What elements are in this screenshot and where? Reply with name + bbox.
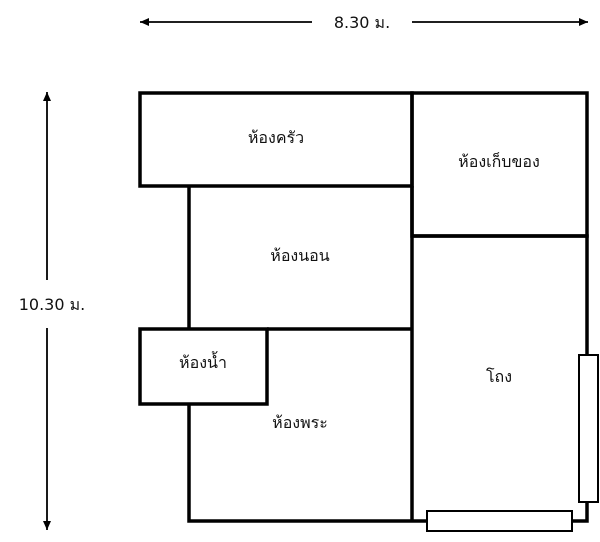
window-right — [578, 354, 599, 503]
walls — [138, 91, 589, 523]
shrine-left-wall — [187, 404, 412, 523]
bathroom-room — [138, 327, 269, 406]
shrine-label: ห้องพระ — [272, 413, 328, 432]
window-bottom — [426, 510, 573, 532]
hall-label: โถง — [486, 367, 512, 386]
bedroom-label: ห้องนอน — [270, 246, 330, 265]
storage-label: ห้องเก็บของ — [458, 151, 540, 171]
bathroom-label: ห้องน้ำ — [179, 351, 227, 372]
kitchen-label: ห้องครัว — [248, 128, 304, 147]
width-label: 8.30 ม. — [334, 13, 390, 32]
height-label: 10.30 ม. — [19, 295, 86, 314]
width-dimension: 8.30 ม. — [140, 13, 588, 32]
height-dimension: 10.30 ม. — [19, 92, 86, 530]
